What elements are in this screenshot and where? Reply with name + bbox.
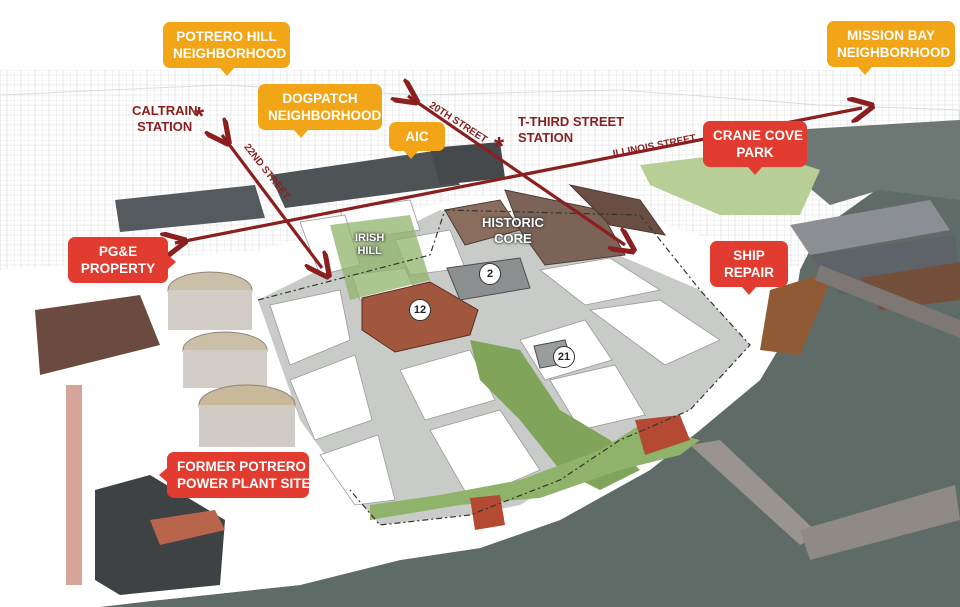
irish-hill-label: IRISH HILL: [355, 232, 385, 257]
power-plant-roof: [150, 510, 225, 545]
historic-core-label: HISTORIC CORE: [482, 215, 544, 246]
building-2-marker: 2: [479, 263, 501, 285]
gas-tanks: [167, 271, 296, 447]
callout-power-plant-site: FORMER POTRERO POWER PLANT SITE: [159, 452, 311, 498]
callout-aic: AIC: [389, 122, 445, 159]
t-third-station-label: T-THIRD STREET STATION: [518, 114, 625, 145]
callout-potrero-hill: POTRERO HILL NEIGHBORHOOD: [163, 22, 290, 76]
caltrain-station-label: CALTRAIN STATION: [132, 103, 198, 134]
smokestack: [66, 385, 82, 585]
bay-water: [100, 180, 960, 607]
callout-ship-repair: SHIP REPAIR: [710, 241, 788, 295]
pge-building: [35, 295, 160, 375]
callout-pge-property: PG&E PROPERTY: [68, 237, 176, 283]
site-boundary: [257, 209, 751, 526]
callout-crane-cove-park: CRANE COVE PARK: [703, 121, 807, 175]
building-21-marker: 21: [553, 346, 575, 368]
t-third-station-icon: *: [494, 131, 505, 161]
caltrain-station-icon: *: [194, 101, 205, 131]
arrow-20th-street: [408, 96, 625, 245]
arrow-22nd-street: [222, 135, 322, 268]
callout-dogpatch: DOGPATCH NEIGHBORHOOD: [258, 84, 382, 138]
callout-mission-bay: MISSION BAY NEIGHBORHOOD: [827, 21, 955, 75]
building-12-marker: 12: [409, 299, 431, 321]
waterfront-edge: [370, 425, 700, 520]
